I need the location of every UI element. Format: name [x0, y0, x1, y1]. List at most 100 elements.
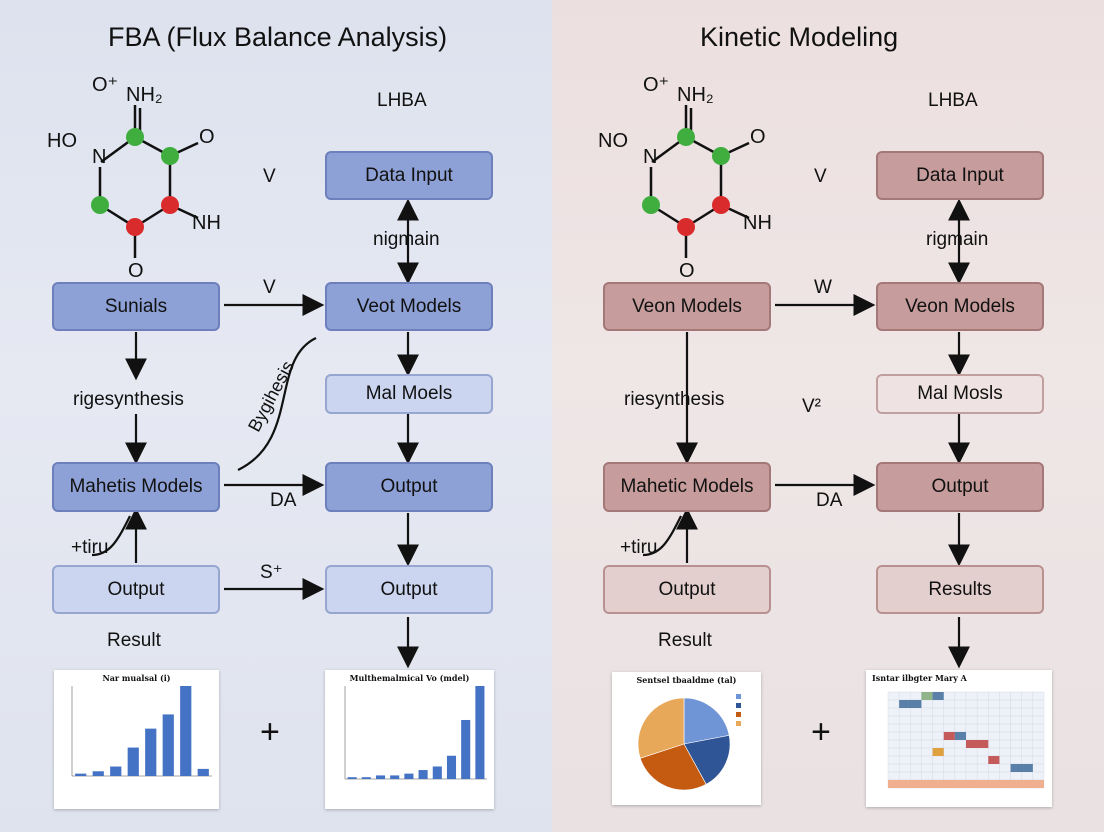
legend-swatch	[736, 721, 741, 726]
tiru-label-right: +tiru	[620, 537, 658, 558]
heatmap-cell	[988, 715, 1000, 725]
pie-chart: Sentsel tbaaldme (tal)	[612, 672, 761, 805]
heatmap-cell	[965, 763, 978, 773]
heatmap-cell	[1032, 763, 1045, 773]
heatmap-cell	[1021, 747, 1034, 757]
atom-o-bottom: O	[128, 260, 144, 282]
plus-sign-left: +	[260, 713, 280, 751]
heatmap-cell	[1010, 739, 1022, 749]
heatmap-cell	[898, 747, 911, 757]
heatmap-cell	[1021, 755, 1034, 765]
heatmap-mark	[966, 740, 989, 748]
heatmap-cell	[954, 691, 967, 701]
heatmap-cell	[1010, 771, 1022, 781]
heatmap-cell	[943, 763, 956, 773]
data-input-box: Data Input	[325, 151, 493, 200]
atom-o-bottom-right: O	[679, 260, 695, 282]
heatmap-cell	[1010, 755, 1022, 765]
legend-swatch	[736, 703, 741, 708]
mahetic-models-box: Mahetic Models	[603, 462, 771, 512]
heatmap-cell	[954, 747, 967, 757]
mal-models-box: Mal Moels	[325, 374, 493, 414]
heatmap-cell	[898, 691, 911, 701]
heatmap-cell	[921, 755, 933, 765]
heatmap-cell	[898, 755, 911, 765]
bar	[75, 773, 87, 776]
heatmap-cell	[932, 731, 944, 741]
heatmap-cell	[921, 739, 933, 749]
heatmap-cell	[910, 691, 922, 701]
output-right-box: Output	[325, 565, 493, 614]
heatmap-cell	[976, 691, 989, 701]
heatmap-cell	[887, 771, 900, 781]
heatmap-cell	[988, 739, 1000, 749]
heatmap-cell	[988, 747, 1000, 757]
right-molecule	[649, 105, 750, 258]
heatmap-mark	[988, 756, 1000, 764]
heatmap-cell	[1010, 691, 1022, 701]
heatmap-cell	[1032, 691, 1045, 701]
v-label-right: V	[814, 166, 827, 187]
heatmap-cell	[1021, 699, 1034, 709]
bar-chart-2: Multhemalmical Vo (mdel)	[325, 670, 494, 809]
heatmap-cell	[910, 763, 922, 773]
heatmap-cell	[887, 715, 900, 725]
heatmap-cell	[887, 739, 900, 749]
sunials-box: Sunials	[52, 282, 220, 331]
heatmap-cell	[1010, 731, 1022, 741]
heatmap-mark	[932, 748, 944, 756]
heatmap-cell	[954, 755, 967, 765]
heatmap-cell	[1032, 739, 1045, 749]
chart-4-title: Isntar ilbgter Mary A	[872, 673, 967, 683]
heatmap-cell	[976, 747, 989, 757]
heatmap-cell	[1032, 699, 1045, 709]
heatmap-cell	[910, 707, 922, 717]
legend-swatch	[736, 712, 741, 717]
heatmap-cell	[1010, 715, 1022, 725]
heatmap-cell	[976, 763, 989, 773]
heatmap-cell	[1032, 755, 1045, 765]
heatmap-cell	[921, 715, 933, 725]
mal-mosls-box: Mal Mosls	[876, 374, 1044, 414]
heatmap-cell	[976, 771, 989, 781]
heatmap-cell	[999, 763, 1011, 773]
heatmap-cell	[943, 699, 956, 709]
bar	[127, 747, 139, 776]
heatmap-cell	[999, 707, 1011, 717]
heatmap-cell	[999, 723, 1011, 733]
bar	[375, 775, 386, 779]
bar	[461, 719, 471, 779]
left-molecule	[98, 105, 199, 258]
heatmap-cell	[932, 771, 944, 781]
heatmap-cell	[954, 771, 967, 781]
output-mid-box: Output	[325, 462, 493, 512]
bar	[404, 773, 414, 779]
heatmap-mark	[943, 732, 955, 740]
pie-slice	[639, 743, 707, 791]
heatmap-cell	[943, 707, 956, 717]
chart-1-title: Nar mualsal (i)	[102, 673, 171, 683]
heatmap-cell	[976, 731, 989, 741]
chart-2-title: Multhemalmical Vo (mdel)	[349, 673, 470, 683]
bar	[418, 770, 428, 779]
da-label-right: DA	[816, 490, 843, 511]
atom-nh2: NH₂	[126, 84, 163, 106]
heatmap-cell	[921, 747, 933, 757]
heatmap-cell	[921, 771, 933, 781]
heatmap-cell	[887, 755, 900, 765]
heatmap-cell	[943, 691, 956, 701]
da-label: DA	[270, 490, 297, 511]
heatmap-cell	[965, 731, 978, 741]
heatmap-cell	[943, 715, 956, 725]
heatmap-cell	[887, 763, 900, 773]
output-left-box-right: Output	[603, 565, 771, 614]
heatmap-cell	[976, 715, 989, 725]
heatmap-cell	[976, 723, 989, 733]
atom-ho: HO	[47, 130, 77, 152]
heatmap-cell	[965, 755, 978, 765]
heatmap-mark	[921, 692, 933, 700]
heatmap-cell	[898, 731, 911, 741]
rigesynthesis-label: rigesynthesis	[73, 389, 184, 410]
heatmap-cell	[1021, 739, 1034, 749]
heatmap-cell	[1021, 707, 1034, 717]
